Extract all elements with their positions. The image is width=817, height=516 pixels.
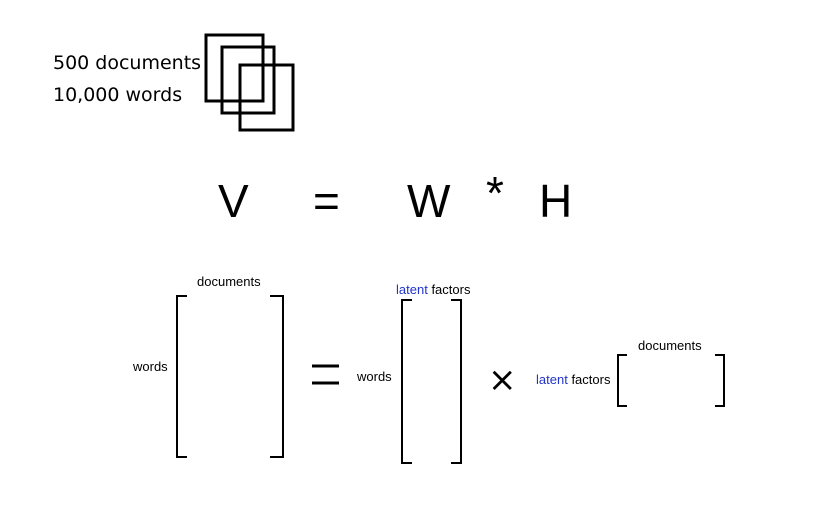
- h-matrix-latent-highlight: latent: [536, 372, 568, 387]
- document-page-middle: [220, 45, 276, 115]
- v-matrix-columns-label: documents: [197, 274, 261, 289]
- h-matrix-right-bracket: [715, 354, 725, 407]
- w-matrix-left-bracket: [401, 299, 412, 464]
- w-matrix-factors-text: factors: [431, 282, 471, 297]
- document-stack-icon: [204, 33, 295, 132]
- documents-count-label: 500 documents: [53, 52, 202, 74]
- equation-equals: =: [313, 175, 340, 227]
- document-page-front: [238, 63, 295, 132]
- h-matrix-left-bracket: [617, 354, 627, 407]
- h-matrix-factors-text: factors: [571, 372, 611, 387]
- w-matrix-right-bracket: [451, 299, 462, 464]
- w-matrix-columns-label: latent factors: [396, 282, 470, 297]
- v-matrix-right-bracket: [270, 295, 284, 458]
- words-count-label: 10,000 words: [53, 84, 183, 106]
- matrix-equals-icon: [312, 364, 339, 385]
- v-matrix-rows-label: words: [133, 359, 168, 374]
- w-matrix-rows-label: words: [357, 369, 392, 384]
- h-matrix-rows-label: latent factors: [536, 372, 610, 387]
- multiply-sign: ×: [488, 360, 517, 400]
- equation-times: *: [486, 167, 504, 219]
- v-matrix-left-bracket: [176, 295, 187, 458]
- equation-w: W: [407, 175, 451, 227]
- h-matrix-columns-label: documents: [638, 338, 702, 353]
- equation-v: V: [218, 175, 249, 227]
- document-page-back: [204, 33, 265, 103]
- w-matrix-latent-highlight: latent: [396, 282, 428, 297]
- equation-h: H: [539, 175, 573, 227]
